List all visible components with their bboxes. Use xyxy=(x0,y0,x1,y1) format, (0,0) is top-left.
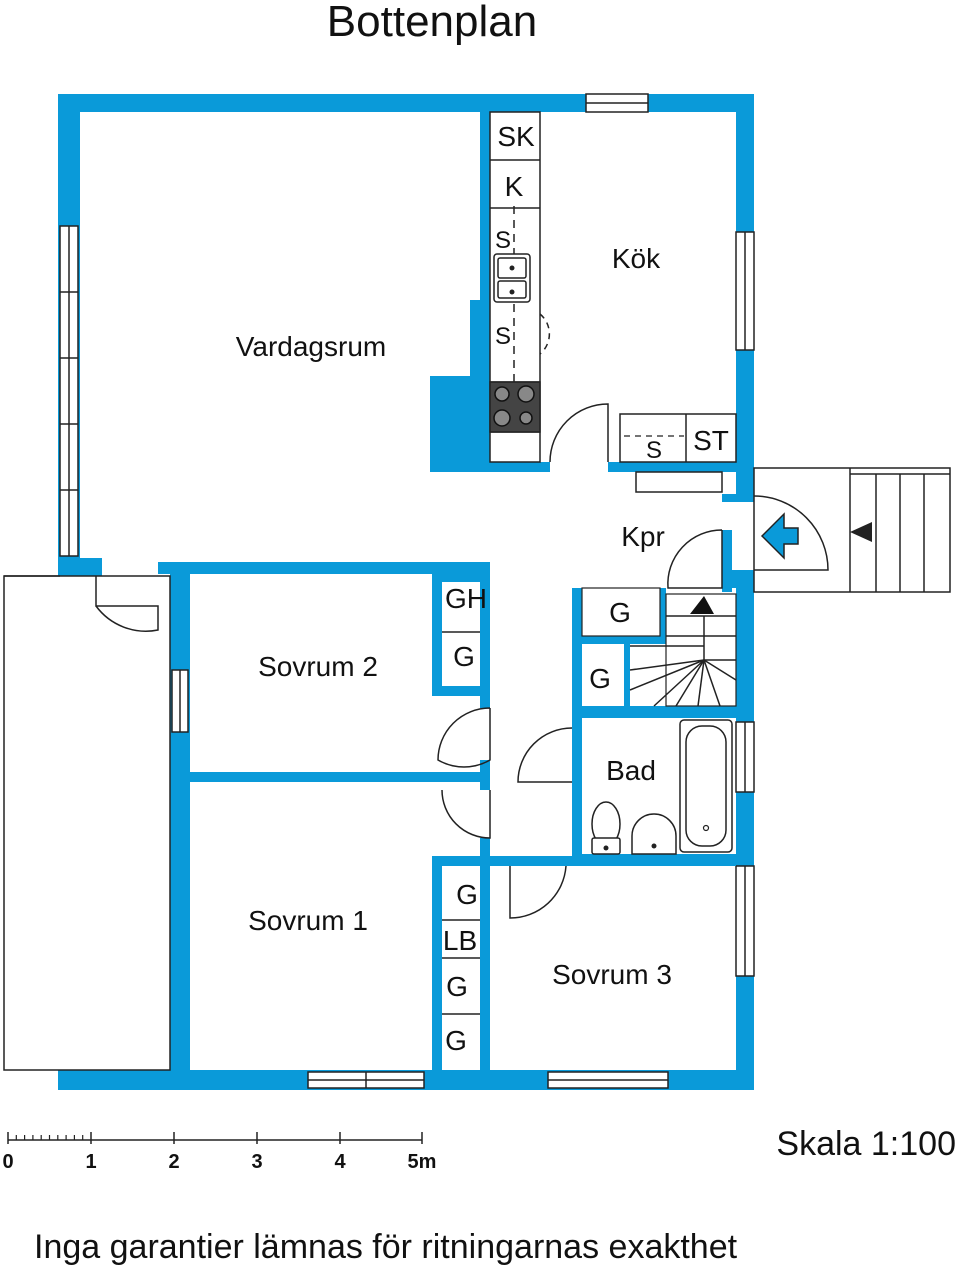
scale-tick-2: 2 xyxy=(168,1151,179,1173)
fixture-label-k: K xyxy=(505,171,524,202)
fixture-label-g-sovrum1-top: G xyxy=(456,879,478,910)
fixture-label-st: ST xyxy=(693,425,729,456)
outer-walls xyxy=(58,94,754,1090)
fixture-label-s-lower: S xyxy=(495,323,511,350)
fixture-label-s-hall: S xyxy=(646,437,662,464)
scale-label: Skala 1:100 xyxy=(776,1125,956,1163)
room-labels: Vardagsrum Kök Kpr Sovrum 2 Sovrum 1 Sov… xyxy=(236,243,672,990)
room-label-sovrum-3: Sovrum 3 xyxy=(552,959,672,990)
entrance-arrow-icon xyxy=(760,512,799,560)
fixture-label-g-sovrum1-mid: G xyxy=(446,971,468,1002)
interior-stairs xyxy=(629,593,737,707)
fixture-label-g-hall-top: G xyxy=(609,597,631,628)
fixture-label-g-hall-left: G xyxy=(589,663,611,694)
windows xyxy=(59,93,755,1089)
fixture-label-s-upper: S xyxy=(495,227,511,254)
terrace xyxy=(3,575,171,1071)
scale-tick-1: 1 xyxy=(85,1151,96,1173)
scale-tick-5: 5m xyxy=(408,1151,437,1173)
fixture-label-gh: GH xyxy=(445,583,487,614)
fixture-label-g-sovrum2: G xyxy=(453,641,475,672)
room-label-bad: Bad xyxy=(606,755,656,786)
scale-tick-0: 0 xyxy=(2,1151,13,1173)
doors xyxy=(95,403,723,919)
scale-tick-3: 3 xyxy=(251,1151,262,1173)
room-label-sovrum-1: Sovrum 1 xyxy=(248,905,368,936)
closet-dividers xyxy=(442,587,661,1015)
room-label-kok: Kök xyxy=(612,243,661,274)
fixture-label-g-sovrum1-bot: G xyxy=(445,1025,467,1056)
disclaimer-text: Inga garantier lämnas för ritningarnas e… xyxy=(34,1228,738,1266)
scale-tick-4: 4 xyxy=(334,1151,346,1173)
room-label-sovrum-2: Sovrum 2 xyxy=(258,651,378,682)
plan-title: Bottenplan xyxy=(327,0,537,46)
interior-walls xyxy=(190,111,754,1070)
scale-bar: 0 1 2 3 4 5m xyxy=(2,1132,436,1173)
room-label-kpr: Kpr xyxy=(621,521,665,552)
room-label-vardagsrum: Vardagsrum xyxy=(236,331,386,362)
fixture-label-sk: SK xyxy=(497,121,535,152)
kitchen-fixtures xyxy=(489,159,737,493)
fixture-labels: SK K S S S ST GH G G G G LB G G xyxy=(443,121,729,1056)
bath-fixtures xyxy=(591,719,733,855)
fixture-label-lb: LB xyxy=(443,925,477,956)
